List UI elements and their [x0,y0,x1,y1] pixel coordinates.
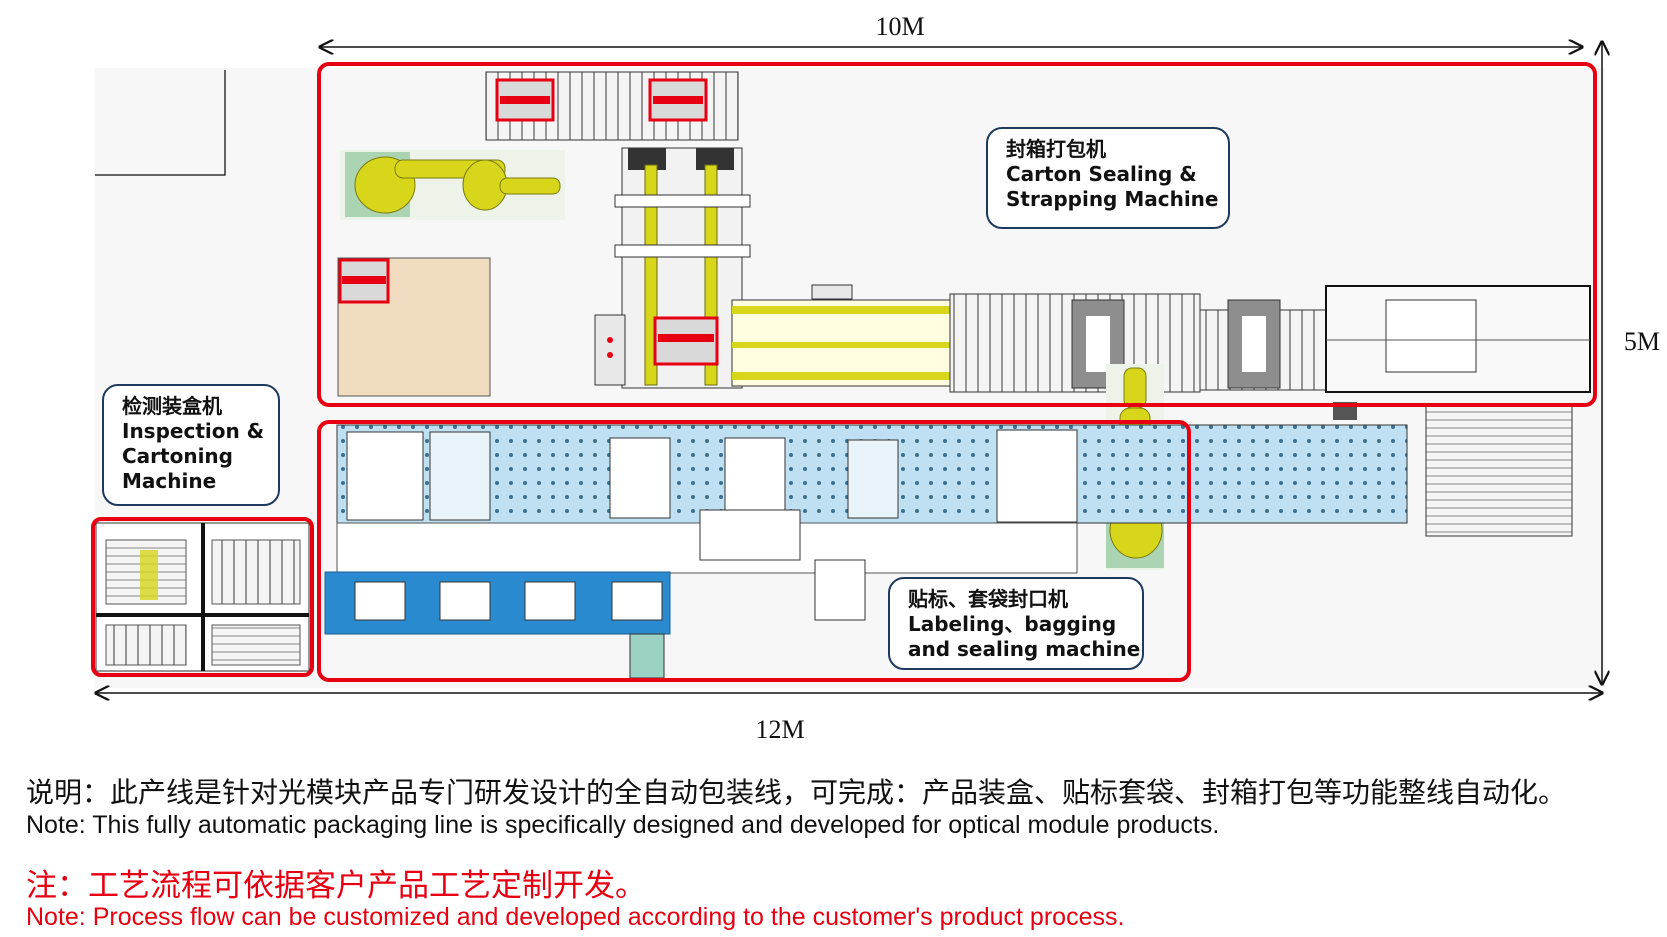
zone-inspection-cartoning [91,517,314,677]
inspection-cartoning-equipment [95,522,310,672]
pallet-icon [337,257,491,397]
callout-inspection-cn: 检测装盒机 [122,394,222,418]
zone-carton-sealing [317,62,1597,407]
dimension-top-label: 10M [875,12,924,41]
callout-inspection-en1: Inspection & [122,419,265,443]
packaging-line-layout: 10M 5M 12M [91,12,1660,740]
callout-carton-sealing-cn: 封箱打包机 [1006,137,1106,161]
callout-inspection-en3: Machine [122,469,217,493]
description-note-cn: 说明：此产线是针对光模块产品专门研发设计的全自动包装线，可完成：产品装盒、贴标套… [26,777,1567,808]
carton-sealing-equipment [337,71,1591,537]
robot-arm-icon [340,150,565,220]
dimension-right: 5M [1602,42,1660,684]
zone-labeling-bagging [317,420,1191,682]
labeling-bagging-equipment [324,424,1408,679]
conveyor-icon [324,571,671,635]
callout-inspection-en2: Cartoning [122,444,233,468]
strapping-machine-icon [1071,299,1125,389]
callout-carton-sealing-en1: Carton Sealing & [1006,162,1197,186]
customization-note-cn: 注：工艺流程可依据客户产品工艺定制开发。 [26,868,646,903]
callout-labeling-en1: Labeling、bagging [908,612,1117,636]
callout-labeling-en2: and sealing machine [908,637,1141,661]
callout-carton-sealing-en2: Strapping Machine [1006,187,1219,211]
dimension-bottom-label: 12M [755,715,804,740]
dimension-bottom: 12M [96,693,1602,740]
callout-inspection: 检测装盒机 Inspection & Cartoning Machine [102,384,280,506]
dimension-right-label: 5M [1624,327,1660,356]
dimension-top: 10M [320,12,1582,47]
callout-labeling-cn: 贴标、套袋封口机 [908,587,1068,611]
callout-carton-sealing: 封箱打包机 Carton Sealing & Strapping Machine [986,127,1230,229]
callout-labeling: 贴标、套袋封口机 Labeling、bagging and sealing ma… [888,577,1144,670]
description-note-en: Note: This fully automatic packaging lin… [26,811,1220,839]
customization-note-en: Note: Process flow can be customized and… [26,903,1125,931]
